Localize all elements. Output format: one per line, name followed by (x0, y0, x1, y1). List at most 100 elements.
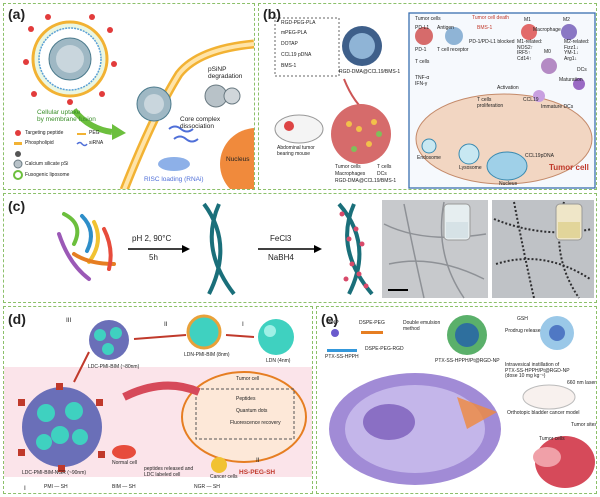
b-tumor-cells: Tumor cells (415, 16, 441, 22)
d-released: peptides released and LDC labeled cell (144, 466, 194, 478)
d-cancer: Cancer cells (210, 474, 238, 480)
e-laser: 660 nm laser (567, 380, 596, 386)
b-tnf: TNF-α IFN-γ (415, 75, 430, 87)
nucleus-text: Nucleus (226, 156, 250, 163)
panel-d-illustration (4, 314, 312, 477)
panel-b: (b) RGD-PEG-PLA mPEG-PLA DOTAP CCL19 pDN… (258, 3, 597, 190)
b-bms: BMS-1 (477, 25, 493, 31)
mat-dotap: DOTAP (281, 41, 298, 47)
b-antigen: Antigen (437, 25, 454, 31)
b-activation: Activation (497, 85, 519, 91)
psinp-degradation-text: pSiNP degradation (208, 66, 243, 81)
b-dcs: DCs (577, 67, 587, 73)
legend-b-tumor: Tumor cells (335, 164, 361, 170)
mat-rgd-peg: RGD-PEG-PLA (281, 20, 316, 26)
d-ldc: LDC-PMI-BIM (~80nm) (88, 364, 140, 370)
risc-loading-text: RISC loading (RNAi) (144, 176, 204, 183)
b-m2: M2 (563, 17, 570, 23)
d-peptides: Peptides (236, 396, 256, 402)
b-m2-related: M2-related: Fizz1↓ YM-1↓ Arg1↓ (564, 39, 590, 62)
d-fluor: Fluorescence recovery (230, 420, 281, 426)
b-nucleus: Nucleus (499, 181, 518, 187)
legend-b-np: RGD-DMA@CCL19/BMS-1 (335, 178, 397, 184)
b-pd1: PD-1 (415, 47, 427, 53)
panel-a: (a) (3, 3, 255, 190)
e-tumor-cells: Tumor cells (539, 436, 565, 442)
e-dspe-peg: DSPE-PEG (359, 320, 385, 326)
b-immature: Immature DCs (541, 104, 574, 110)
b-ccl19-pdna: CCL19pDNA (525, 153, 554, 159)
mat-bms: BMS-1 (281, 63, 297, 69)
d-dots: Quantum dots (236, 408, 268, 414)
e-orthotopic: Orthotopic bladder cancer model (507, 410, 580, 416)
e-gsh: GSH (517, 316, 528, 322)
panel-e: (e) PtNP DSPE-PEG DSPE-PEG-RGD PTX-SS-HP… (316, 306, 597, 494)
core-dissociation-text: Core complex dissociation (180, 116, 221, 131)
legend-peg: PEG (89, 130, 100, 136)
b-macrophage: Macrophage (533, 27, 561, 33)
e-double: Double emulsion method (403, 320, 441, 332)
b-tumor-cell: Tumor cell (549, 163, 589, 172)
b-ccl19: CCL19 (523, 97, 539, 103)
panel-e-illustration (327, 315, 595, 488)
nanoparticle-name: RGD-DMA@CCL19/BMS-1 (339, 69, 401, 75)
d-big: LDC-PMI-BIM-NGR (~90nm) (22, 470, 87, 476)
legend-b-tcells: T cells (377, 164, 392, 170)
d-ldn-pmi: LDN-PMI-BIM (8nm) (184, 352, 230, 358)
d-roman-2b: II (256, 457, 260, 464)
legend-phospholipid: Phospholipid (25, 140, 54, 146)
b-m1-related: M1-related: NOS2↑ IRF5↑ Cd14↑ (517, 39, 543, 62)
b-tumor-death: Tumor cell death (472, 15, 510, 21)
b-lysosome: Lysosome (459, 165, 482, 171)
e-np-name: PTX-SS-HPPH/Pt@RGD-NP (435, 358, 500, 364)
mat-mpeg: mPEG-PLA (281, 30, 307, 36)
panel-b-illustration (274, 12, 596, 189)
b-m0: M0 (544, 49, 551, 55)
d-chem-ngr: NGR — SH (194, 484, 220, 490)
b-tprolif: T cells proliferation (477, 97, 504, 109)
legend-sirna: siRNA (89, 140, 104, 146)
panel-c-label: (c) (8, 198, 26, 214)
legend-liposome: Fusogenic liposome (25, 172, 70, 178)
legend-calcium: Calcium silicate pSi (25, 161, 69, 167)
b-maturation: Maturation (559, 77, 583, 83)
d-chem-bim: BIM — SH (112, 484, 136, 490)
legend-b-macro: Macrophages (335, 171, 366, 177)
d-roman-1: I (242, 321, 244, 328)
e-intravesical: Intravesical instillation of PTX-SS-HPPH… (505, 362, 570, 379)
d-tumor-cell: Tumor cell (236, 376, 260, 382)
e-pmnp: PtNP (327, 320, 339, 326)
d-roman-2: II (164, 321, 168, 328)
panel-e-label: (e) (321, 311, 339, 327)
panel-c: (c) (3, 193, 597, 303)
b-tcr: T cell receptor (437, 47, 469, 53)
e-dspe-peg-rgd: DSPE-PEG-RGD (365, 346, 404, 352)
b-tcells: T cells (415, 59, 430, 65)
d-roman-3: III (66, 317, 72, 324)
d-roman-1b: I (24, 485, 26, 492)
d-hs: HS-PEG-SH (239, 469, 276, 476)
d-ldn: LDN (4nm) (266, 358, 291, 364)
b-m1: M1 (524, 17, 531, 23)
b-pdl1: PD-L1 (415, 25, 430, 31)
panel-d-label: (d) (8, 311, 26, 327)
c-step1-top: pH 2, 90°C (132, 234, 172, 243)
c-step2-bottom: NaBH4 (268, 253, 294, 262)
uptake-text: Cellular uptake by membrane fusion (37, 109, 96, 124)
e-prodrug: Prodrug release (505, 328, 541, 334)
legend-targeting: Targeting peptide (25, 130, 64, 136)
c-step2-top: FeCl3 (270, 234, 292, 243)
panel-d: (d) III II I (3, 306, 313, 494)
legend-b-dcs: DCs (377, 171, 387, 177)
mat-ccl19: CCL19 pDNA (281, 52, 312, 58)
c-step1-bottom: 5h (149, 253, 158, 262)
panel-a-label: (a) (8, 6, 26, 22)
panel-c-illustration (57, 200, 594, 299)
d-normal: Normal cell (112, 460, 138, 466)
d-chem-pmi: PMI — SH (44, 484, 68, 490)
b-endosome: Endosome (417, 155, 441, 161)
e-tumor-sites: Tumor sites (571, 422, 597, 428)
panel-b-label: (b) (263, 6, 281, 22)
e-ptx: PTX-SS-HPPH (325, 354, 359, 360)
mouse-text: Abdominal tumor bearing mouse (277, 145, 315, 157)
